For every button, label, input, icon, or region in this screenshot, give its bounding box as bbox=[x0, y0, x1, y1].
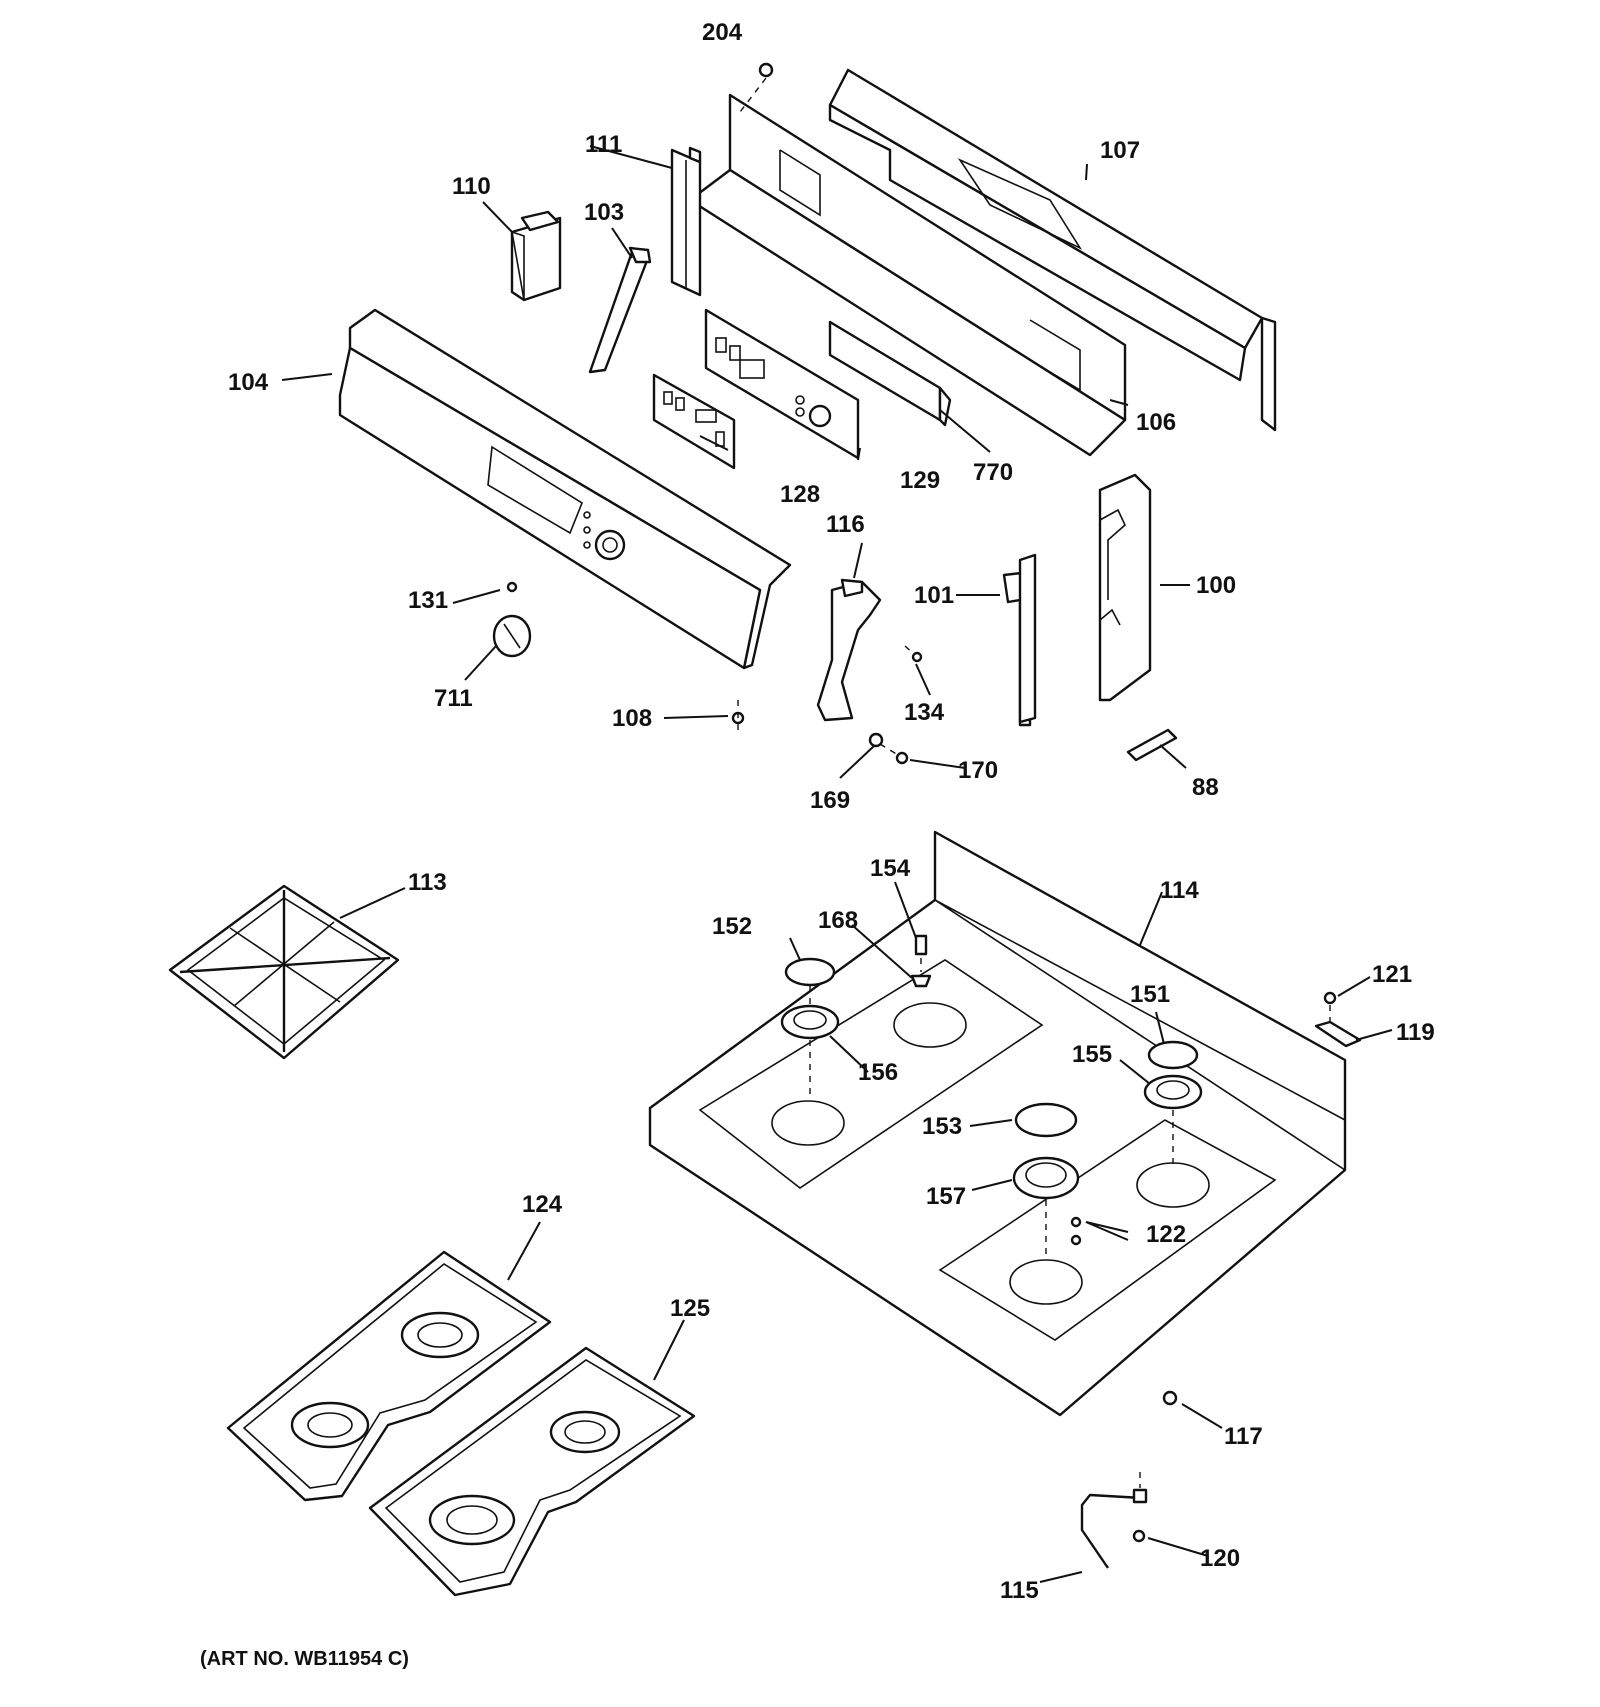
part-116-end-cap bbox=[816, 578, 882, 722]
part-120-screw bbox=[1132, 1529, 1146, 1543]
leader-lines bbox=[281, 145, 1393, 1583]
art-number-caption: (ART NO. WB11954 C) bbox=[200, 1648, 409, 1670]
label-100: 100 bbox=[1196, 572, 1236, 599]
label-119: 119 bbox=[1396, 1019, 1435, 1046]
label-153: 153 bbox=[922, 1113, 962, 1140]
part-151-burner-cap bbox=[1147, 1040, 1199, 1070]
part-124-drip-pan bbox=[226, 1250, 552, 1502]
part-770-shield bbox=[828, 320, 952, 427]
label-155: 155 bbox=[1072, 1041, 1112, 1068]
label-121: 121 bbox=[1372, 961, 1412, 988]
part-104-control-panel bbox=[338, 308, 792, 670]
part-111-bracket bbox=[670, 146, 702, 297]
part-711-knob bbox=[492, 614, 532, 658]
part-155-burner-head bbox=[1143, 1074, 1203, 1165]
part-88-clip bbox=[1126, 728, 1178, 762]
part-101-bracket bbox=[1002, 553, 1037, 727]
part-168-spark-clip bbox=[910, 958, 932, 988]
part-122-screws bbox=[1070, 1216, 1082, 1246]
label-170: 170 bbox=[958, 757, 998, 784]
part-134-screw bbox=[904, 645, 923, 663]
label-113: 113 bbox=[408, 869, 447, 896]
label-108: 108 bbox=[612, 705, 652, 732]
part-121-screw bbox=[1323, 991, 1337, 1005]
part-204-screw bbox=[739, 62, 774, 113]
part-156-burner-head bbox=[780, 986, 840, 1100]
part-119-bracket bbox=[1314, 1005, 1362, 1048]
part-labels: 204 111 107 110 103 104 106 128 129 770 … bbox=[228, 19, 1435, 1604]
part-154-electrode bbox=[914, 934, 928, 956]
label-156: 156 bbox=[858, 1059, 898, 1086]
part-110-relay bbox=[510, 210, 562, 302]
label-114: 114 bbox=[1160, 877, 1199, 904]
part-108-screw bbox=[731, 700, 745, 735]
part-152-burner-cap bbox=[784, 957, 836, 987]
label-125: 125 bbox=[670, 1295, 710, 1322]
label-129: 129 bbox=[900, 467, 940, 494]
part-114-cooktop bbox=[648, 830, 1347, 1417]
label-88: 88 bbox=[1192, 774, 1219, 801]
label-131: 131 bbox=[408, 587, 448, 614]
label-168: 168 bbox=[818, 907, 858, 934]
label-115: 115 bbox=[1000, 1577, 1039, 1604]
part-107-top-cover bbox=[828, 68, 1277, 432]
part-157-burner-head bbox=[1012, 1156, 1080, 1260]
part-106-rear-panel bbox=[688, 93, 1127, 457]
label-110: 110 bbox=[452, 173, 491, 200]
label-117: 117 bbox=[1224, 1423, 1263, 1450]
label-103: 103 bbox=[584, 199, 624, 226]
label-107: 107 bbox=[1100, 137, 1140, 164]
label-116: 116 bbox=[826, 511, 865, 538]
label-204: 204 bbox=[702, 19, 743, 46]
part-103-harness bbox=[588, 246, 652, 374]
label-120: 120 bbox=[1200, 1545, 1240, 1572]
part-169-washer bbox=[868, 732, 884, 748]
label-152: 152 bbox=[712, 913, 752, 940]
part-128-overlay bbox=[652, 373, 736, 470]
part-125-drip-pan bbox=[368, 1346, 696, 1597]
part-170-screw bbox=[879, 743, 909, 765]
part-117-nut bbox=[1162, 1390, 1178, 1406]
part-115-support-rod bbox=[1080, 1472, 1148, 1569]
label-169: 169 bbox=[810, 787, 850, 814]
part-131-clip bbox=[506, 581, 518, 593]
label-770: 770 bbox=[973, 459, 1013, 486]
label-106: 106 bbox=[1136, 409, 1176, 436]
part-153-burner-cap bbox=[1014, 1102, 1078, 1138]
label-124: 124 bbox=[522, 1191, 563, 1218]
label-128: 128 bbox=[780, 481, 820, 508]
label-104: 104 bbox=[228, 369, 269, 396]
label-151: 151 bbox=[1130, 981, 1170, 1008]
label-134: 134 bbox=[904, 699, 945, 726]
label-111: 111 bbox=[585, 131, 622, 158]
label-157: 157 bbox=[926, 1183, 966, 1210]
part-113-grate bbox=[168, 884, 400, 1060]
part-100-end-cap bbox=[1098, 473, 1152, 702]
label-122: 122 bbox=[1146, 1221, 1186, 1248]
label-101: 101 bbox=[914, 582, 954, 609]
label-154: 154 bbox=[870, 855, 911, 882]
label-711: 711 bbox=[434, 685, 473, 712]
